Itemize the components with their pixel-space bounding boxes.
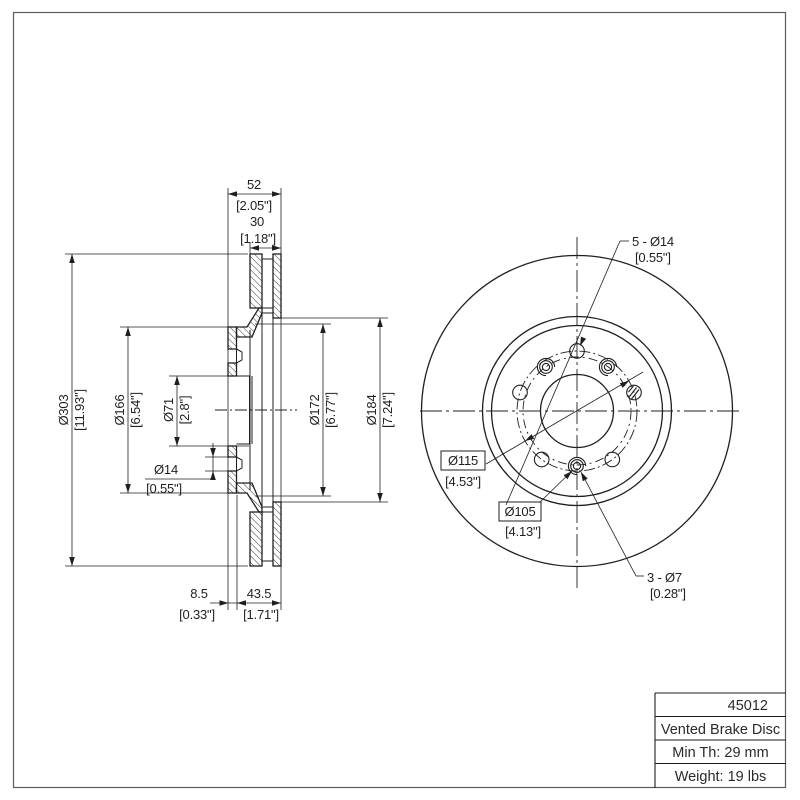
dim-overall-width-mm: 52 (247, 177, 261, 192)
dim-outer-diameter-mm: Ø303 (56, 394, 71, 425)
title-block: 45012 Vented Brake Disc Min Th: 29 mm We… (654, 692, 786, 788)
section-dim-texts: 52 [2.05"] 30 [1.18"] Ø303 [11.93"] Ø166… (56, 177, 395, 622)
sheet-frame (12, 11, 787, 789)
bolt-hole-chamfer (236, 456, 243, 472)
callout-screw-circle-dia: Ø105 (504, 504, 535, 519)
callout-screw-circle-in: [4.13"] (505, 524, 541, 539)
dim-overall-width-in: [2.05"] (236, 198, 272, 213)
hat-wall-top (235, 307, 263, 338)
title-min-thickness: Min Th: 29 mm (672, 745, 768, 761)
bolt-hole-chamfer (236, 348, 243, 364)
section-view (215, 253, 297, 567)
title-product-name: Vented Brake Disc (661, 722, 780, 738)
dim-hat-diameter-mm: Ø166 (112, 394, 127, 425)
dim-hat-depth-mm: 43.5 (247, 586, 272, 601)
outboard-plate-bottom (272, 501, 282, 567)
dim-vane-inner-in: [6.77"] (323, 392, 338, 428)
flange-seg (227, 362, 238, 377)
flange-seg (227, 326, 238, 350)
hat-wall-bottom (235, 482, 263, 513)
dim-bore-diameter-in: [2.8"] (177, 396, 192, 425)
front-view-texts: 5 - Ø14 [0.55"] 3 - Ø7 [0.28"] Ø115 [4.5… (445, 234, 686, 601)
flange-seg (227, 470, 238, 494)
screw-circle-label-box (498, 501, 542, 522)
dim-band-inner-mm: Ø184 (364, 394, 379, 425)
title-weight: Weight: 19 lbs (675, 769, 767, 785)
callout-bolt-holes-line1: 5 - Ø14 (632, 234, 674, 249)
dim-band-thickness-mm: 30 (250, 214, 264, 229)
screw-holes (536, 357, 618, 476)
bolt-circle-label-box (440, 450, 486, 471)
callout-screw-holes-line1: 3 - Ø7 (647, 570, 682, 585)
dim-bolt-hole-mm: Ø14 (154, 462, 178, 477)
inboard-plate-top (249, 253, 263, 309)
inboard-plate-bottom (249, 511, 263, 567)
dim-flange-offset-in: [0.33"] (179, 607, 215, 622)
dim-bolt-hole-in: [0.55"] (146, 481, 182, 496)
dim-hat-depth-in: [1.71"] (243, 607, 279, 622)
title-part-number: 45012 (728, 698, 768, 714)
dim-outer-diameter-in: [11.93"] (72, 389, 87, 431)
dim-vane-inner-mm: Ø172 (307, 394, 322, 425)
outboard-plate-top (272, 253, 282, 319)
callout-bolt-holes-line2: [0.55"] (635, 250, 671, 265)
front-view (420, 237, 740, 588)
leader-lines (485, 240, 644, 577)
flange-seg (227, 445, 238, 458)
dim-flange-offset-mm: 8.5 (190, 586, 207, 601)
arrowheads (69, 191, 629, 606)
dim-bore-diameter-mm: Ø71 (161, 398, 176, 422)
dim-hat-diameter-in: [6.54"] (128, 392, 143, 428)
callout-screw-holes-line2: [0.28"] (650, 586, 686, 601)
bolt-holes (512, 343, 642, 468)
callout-bolt-circle-in: [4.53"] (445, 474, 481, 489)
callout-bolt-circle-dia: Ø115 (448, 453, 478, 468)
dim-band-inner-in: [7.24"] (380, 392, 395, 428)
dim-band-thickness-in: [1.18"] (240, 231, 276, 246)
